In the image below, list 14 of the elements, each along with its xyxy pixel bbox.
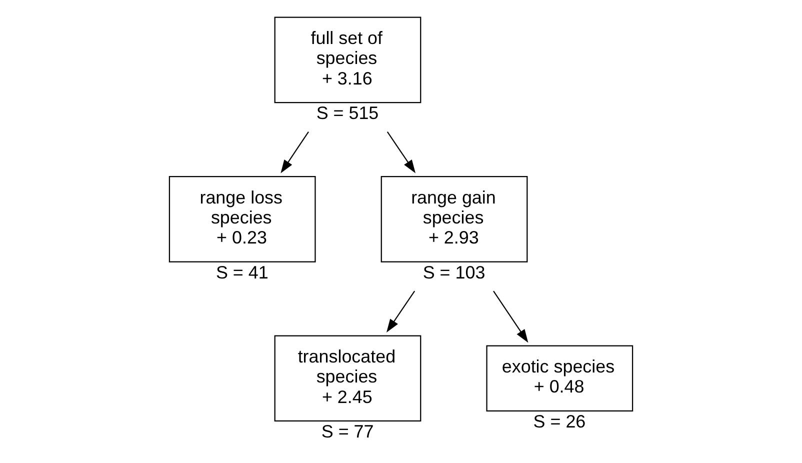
arrow (386, 290, 416, 332)
node-box: range loss species + 0.23 (168, 176, 316, 262)
node-label: S = 26 (533, 412, 586, 432)
arrow (386, 132, 416, 174)
node-label: S = 77 (321, 422, 374, 442)
node-label: S = 41 (216, 262, 268, 282)
node-label: S = 515 (316, 103, 379, 124)
node-box: translocated species + 2.45 (274, 335, 422, 422)
node-box: range gain species + 2.93 (380, 176, 528, 262)
node-box: full set of species + 3.16 (274, 16, 422, 104)
node-label: S = 103 (422, 262, 486, 282)
node-box: exotic species + 0.48 (486, 345, 634, 412)
arrow (280, 132, 309, 174)
arrow (493, 290, 528, 343)
